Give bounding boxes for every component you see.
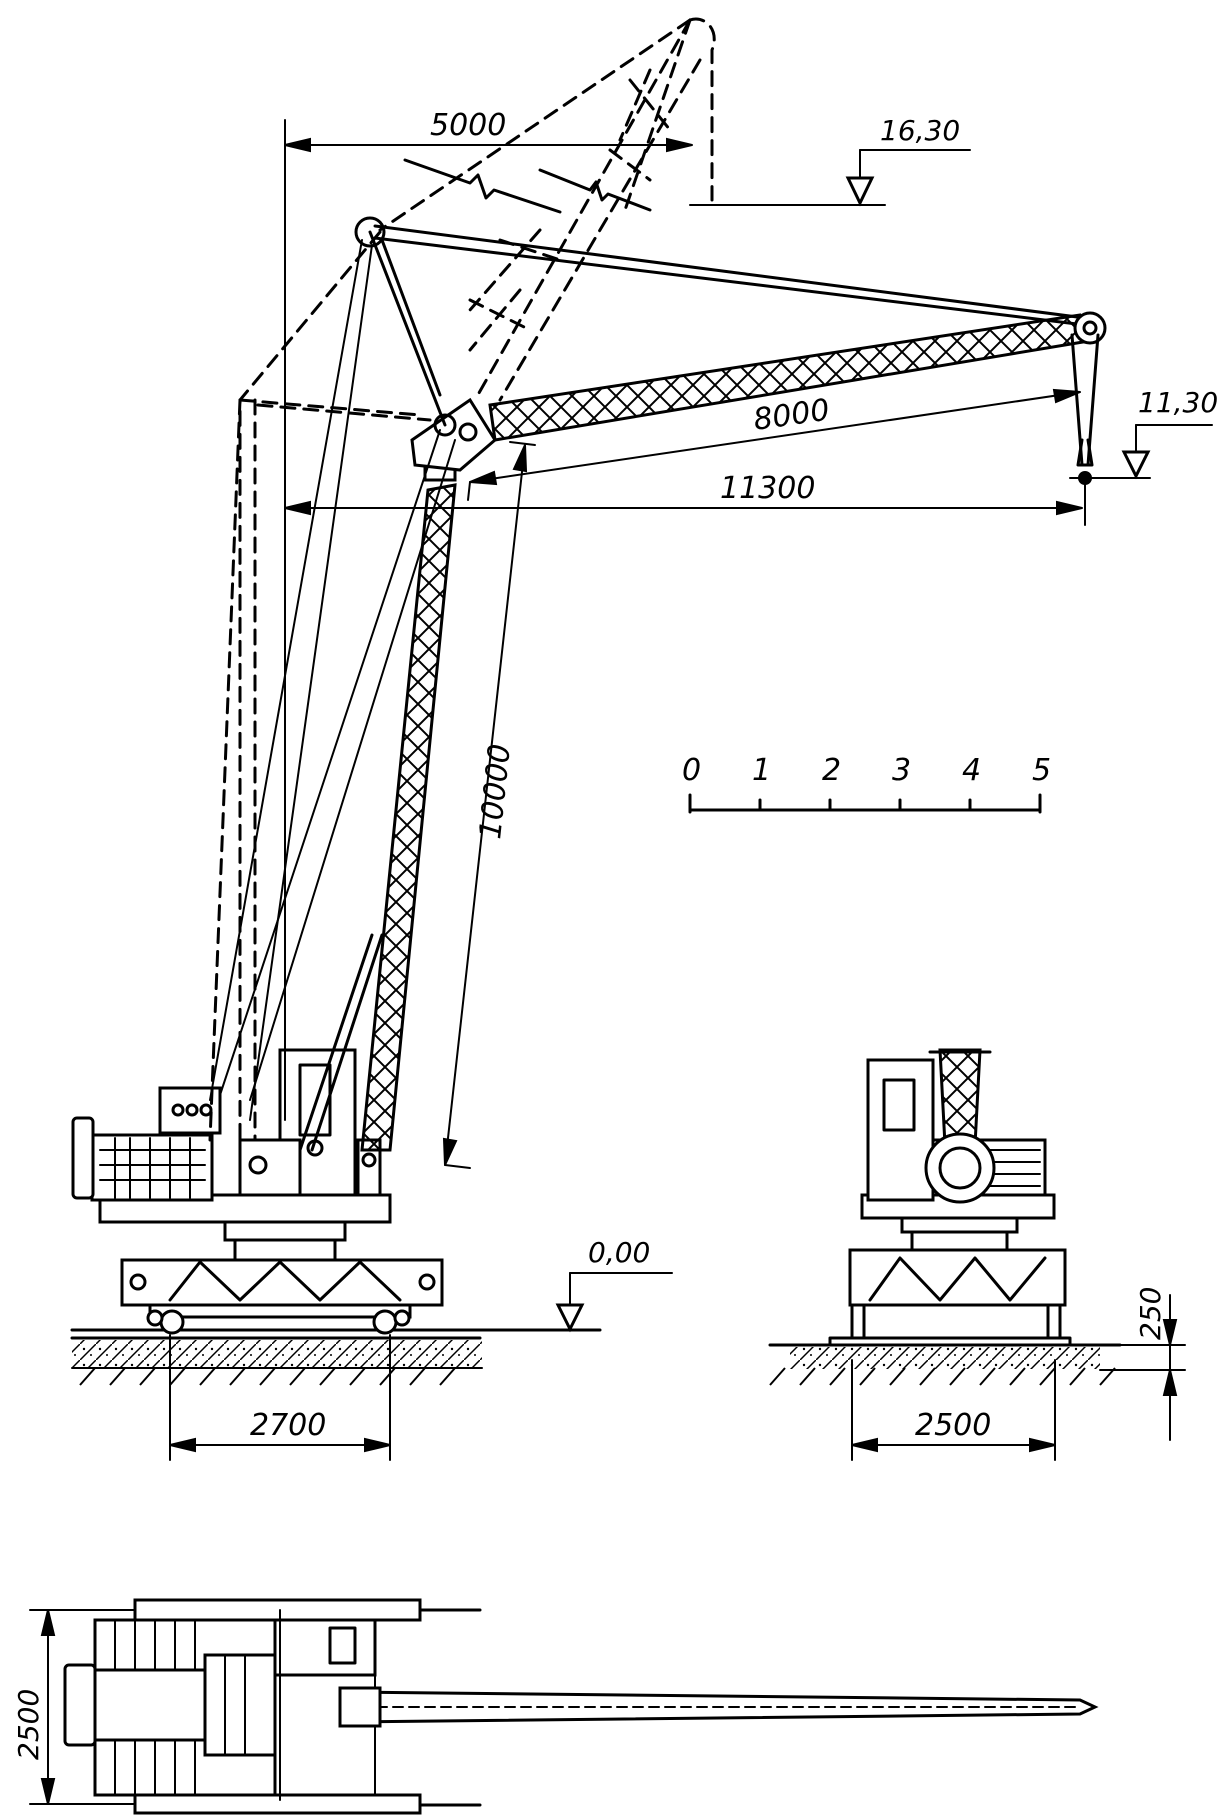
elevation-top: 16,30: [689, 114, 971, 207]
raised-jib-position: [208, 17, 716, 1142]
ground-rail: [70, 1328, 602, 1386]
wheel-left: [159, 1309, 185, 1335]
svg-text:16,30: 16,30: [880, 114, 960, 147]
svg-text:2700: 2700: [250, 1408, 326, 1443]
elevation-ground: 0,00: [555, 1236, 673, 1333]
scale-tick-4: 4: [962, 753, 981, 788]
scale-bar: 0 1 2 3 4 5: [682, 753, 1051, 814]
front-gauge-label: 2500: [915, 1408, 991, 1443]
dim-2700: 2700: [169, 1334, 391, 1461]
portal-frame: [120, 1220, 444, 1335]
plan-view: 2500: [12, 1598, 1099, 1815]
svg-text:11,30: 11,30: [1138, 386, 1218, 419]
scale-tick-3: 3: [892, 753, 911, 788]
svg-text:0,00: 0,00: [588, 1236, 650, 1269]
scale-tick-2: 2: [822, 753, 841, 788]
wheel-right: [372, 1309, 398, 1335]
elevation-hook: 11,30: [1069, 386, 1218, 480]
side-elevation: 5000 11300 8000 10000: [70, 17, 1218, 1461]
rail-height-label: 250: [1134, 1287, 1167, 1340]
wheel-left-2: [146, 1309, 164, 1327]
scale-tick-0: 0: [682, 753, 701, 788]
svg-text:10000: 10000: [473, 742, 518, 841]
scale-tick-5: 5: [1032, 753, 1051, 788]
dim-5000: 5000: [284, 108, 693, 1121]
front-cab: [866, 1058, 935, 1202]
scale-tick-1: 1: [752, 753, 771, 788]
turntable: [71, 1048, 392, 1224]
break-line: [403, 158, 562, 214]
plan-width-label: 2500: [12, 1689, 45, 1760]
dim-10000: 10000: [442, 441, 536, 1169]
front-elevation: 2500 250: [768, 1048, 1186, 1461]
svg-text:11300: 11300: [720, 471, 815, 506]
dim-11300: 11300: [284, 471, 1086, 526]
svg-text:5000: 5000: [430, 108, 506, 143]
wheel-right-2: [393, 1309, 411, 1327]
tower-mast: [298, 456, 457, 1152]
